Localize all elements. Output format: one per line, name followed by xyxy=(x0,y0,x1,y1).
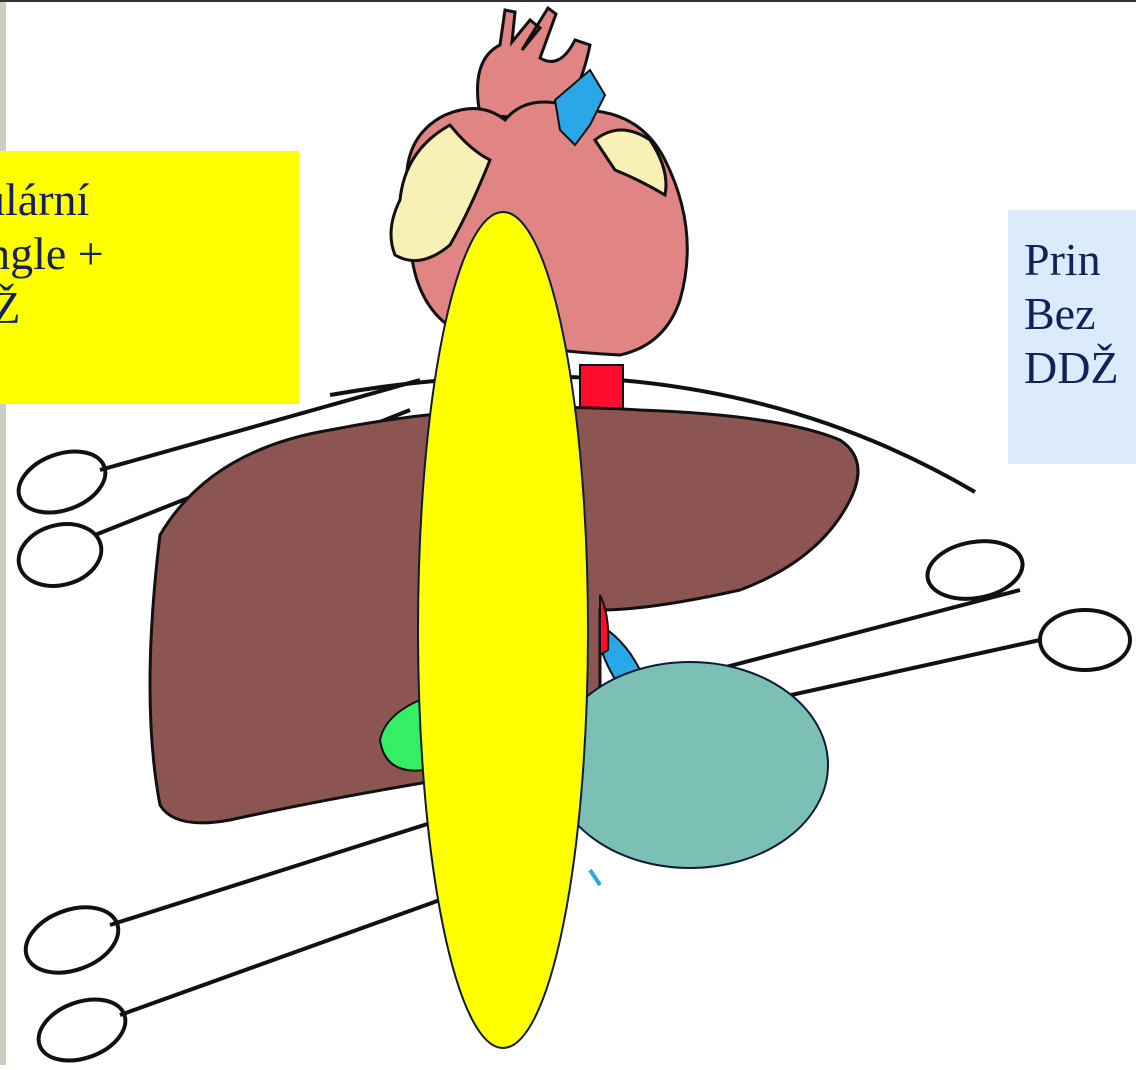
yellow-oval xyxy=(418,212,588,1048)
teal-oval xyxy=(552,662,828,868)
label-left-line-2: ringle + xyxy=(0,227,299,281)
label-left-line-1: kulární xyxy=(0,173,299,227)
label-left: kulární ringle + DŽ xyxy=(0,151,299,404)
label-right-line-2: Bez xyxy=(1024,287,1136,341)
label-left-line-3: DŽ xyxy=(0,281,299,335)
ivc-red xyxy=(580,365,623,410)
top-edge-line xyxy=(0,0,1136,2)
clamp-icon xyxy=(17,820,440,1065)
label-right-line-1: Prin xyxy=(1024,233,1136,287)
label-right: Prin Bez DDŽ xyxy=(1008,210,1136,464)
label-right-line-3: DDŽ xyxy=(1024,341,1136,395)
